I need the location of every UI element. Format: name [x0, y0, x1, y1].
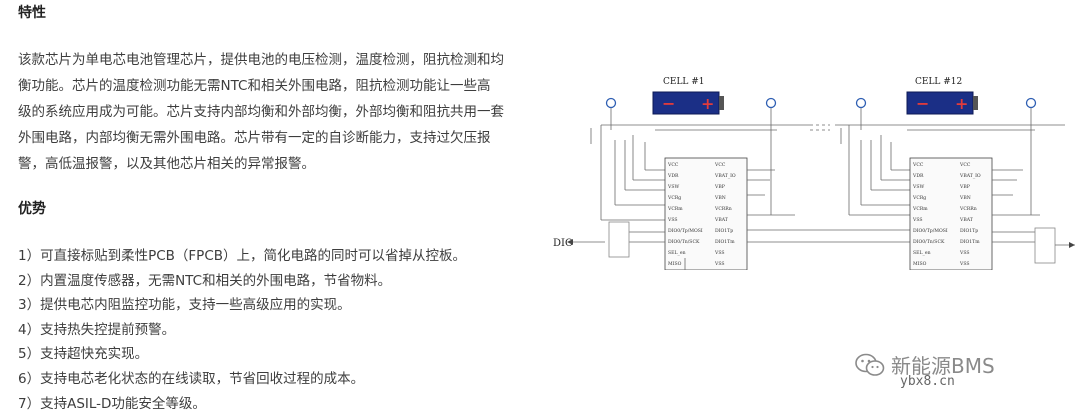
watermark-site: ybx8.cn [900, 374, 955, 389]
pin-label: VSS [959, 261, 970, 267]
pin-label: VBN [714, 195, 726, 201]
pin-label: MISO [668, 261, 682, 267]
list-item: 3）提供电芯内阻监控功能，支持一些高级应用的实现。 [18, 297, 351, 314]
pin-label: DIO1Tp [715, 228, 733, 234]
pin-label: VCC [667, 162, 679, 168]
watermark-brand: 新能源BMS [891, 354, 995, 378]
pin-label: VCC [714, 162, 726, 168]
pin-label: VCRm [667, 206, 683, 212]
wechat-icon [855, 353, 885, 376]
list-item: 7）支持ASIL-D功能安全等级。 [18, 395, 206, 412]
list-item: 5）支持超快充实现。 [18, 346, 149, 363]
pin-label: DIO0/Tp/MOSI [913, 228, 948, 234]
pin-label: VCRg [912, 195, 926, 201]
arrow-left-icon [567, 239, 573, 245]
pin-label: VBN [959, 195, 971, 201]
cell-plus: + [955, 94, 968, 113]
cell-right: − + CELL #12 [906, 77, 978, 115]
pin-label: VCRRn [959, 206, 977, 212]
features-line: 衡功能。芯片的温度检测功能无需NTC和相关外围电路，阻抗检测功能让一些高 [18, 78, 491, 94]
pin-label: VBAT_IO [714, 173, 736, 179]
pin-label: VBP [714, 184, 725, 190]
list-item: 2）内置温度传感器，无需NTC和相关的外围电路，节省物料。 [18, 272, 392, 289]
terminal-icon [605, 97, 617, 109]
advantages-heading: 优势 [18, 201, 46, 217]
cell-left: − + CELL #1 [652, 77, 724, 115]
features-paragraph: 该款芯片为单电芯电池管理芯片，提供电池的电压检测，温度检测，阻抗检测和均 衡功能… [18, 47, 504, 177]
list-item: 4）支持热失控提前预警。 [18, 321, 176, 338]
pin-label: VSW [912, 184, 924, 190]
cell-minus: − [916, 94, 929, 113]
dio-label: DIO [553, 238, 573, 249]
pin-label: VSS [714, 261, 725, 267]
pin-label: VCC [959, 162, 971, 168]
pin-label: VBP [959, 184, 970, 190]
pin-label: VCRRn [714, 206, 732, 212]
pin-label: VCRm [912, 206, 928, 212]
pin-label: DIO0/Tn/SCK [913, 239, 945, 245]
pin-label: VCC [912, 162, 924, 168]
cell-label: CELL #1 [663, 77, 705, 87]
pin-label: VDR [912, 173, 924, 179]
pin-label: VBAT [714, 217, 729, 223]
advantages-list: 1）可直接标贴到柔性PCB（FPCB）上，简化电路的同时可以省掉从控板。 2）内… [18, 244, 466, 416]
pin-label: VBAT [959, 217, 974, 223]
features-line: 外围电路，内部均衡无需外围电路。芯片带有一定的自诊断能力，支持过欠压报 [18, 130, 491, 146]
terminal-icon [855, 97, 867, 109]
list-item: 1）可直接标贴到柔性PCB（FPCB）上，简化电路的同时可以省掉从控板。 [18, 248, 467, 264]
features-line: 该款芯片为单电芯电池管理芯片，提供电池的电压检测，温度检测，阻抗检测和均 [18, 52, 504, 68]
schematic-diagram: − + CELL #1 − + CELL #12 VCC VDR VSW VCR… [553, 77, 1075, 271]
pin-label: MISO [913, 261, 927, 267]
cell-label: CELL #12 [915, 77, 962, 87]
pin-label: VSS [959, 250, 970, 256]
features-line: 警，高低温报警，以及其他芯片相关的异常报警。 [18, 156, 315, 172]
pin-label: SEL_en [913, 250, 931, 256]
pin-label: VSW [667, 184, 679, 190]
pin-label: DIO0/Tp/MOSI [668, 228, 703, 234]
pin-label: SEL_en [668, 250, 686, 256]
cell-plus: + [701, 94, 714, 113]
terminal-icon [765, 97, 777, 109]
arrow-right-icon [1069, 242, 1075, 248]
pin-label: VSS [912, 217, 923, 223]
pin-label: VSS [667, 217, 678, 223]
features-heading: 特性 [18, 5, 46, 21]
schematic-figure: − + CELL #1 − + CELL #12 VCC VDR VSW VCR… [545, 70, 1080, 271]
cell-minus: − [662, 94, 675, 113]
terminal-icon [1025, 97, 1037, 109]
features-line: 级的系统应用成为可能。芯片支持内部均衡和外部均衡，外部均衡和阻抗共用一套 [18, 104, 504, 120]
pin-label: VBAT_IO [959, 173, 981, 179]
pin-label: DIO1Tm [715, 239, 735, 245]
pin-label: DIO1Tp [960, 228, 978, 234]
pin-label: VSS [714, 250, 725, 256]
watermark: 新能源BMS [855, 350, 995, 379]
pin-label: VCRg [667, 195, 681, 201]
list-item: 6）支持电芯老化状态的在线读取，节省回收过程的成本。 [18, 370, 365, 387]
pin-label: DIO0/Tn/SCK [668, 239, 700, 245]
pin-label: VDR [667, 173, 679, 179]
pin-label: DIO1Tm [960, 239, 980, 245]
